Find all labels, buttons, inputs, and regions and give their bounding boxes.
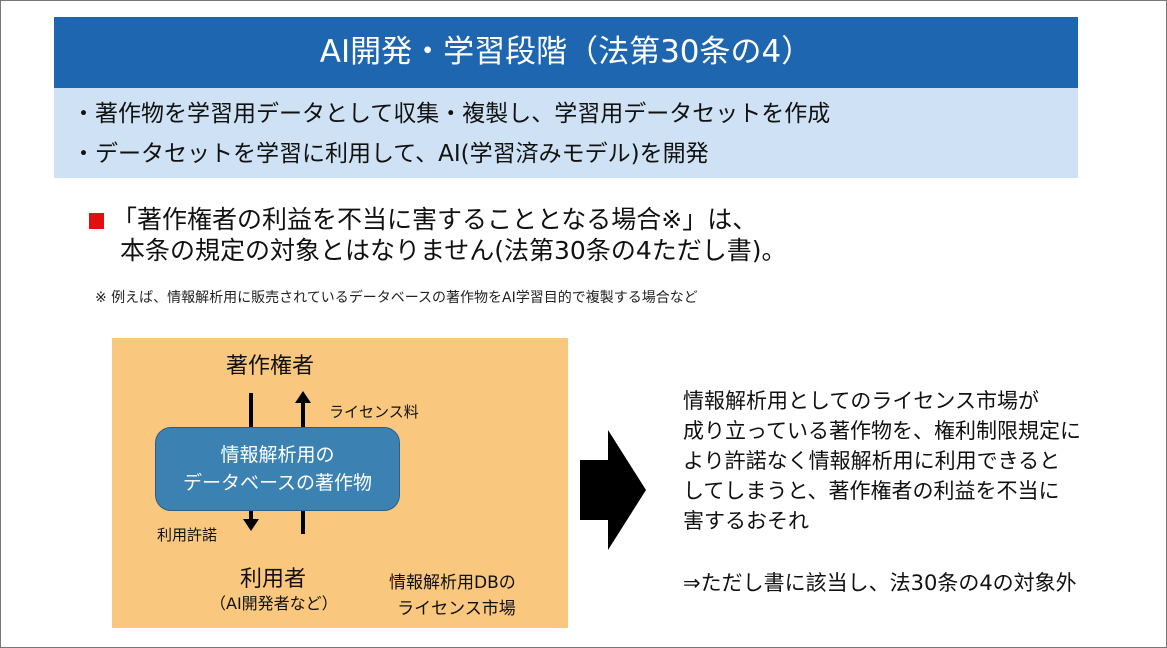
right-arrow-icon [580,430,646,550]
bullet-item: ・著作物を学習用データとして収集・複製し、学習用データセットを作成 [72,101,831,127]
rights-holder-label: 著作権者 [226,354,315,379]
bullet-item: ・データセットを学習に利用して、AI(学習済みモデル)を開発 [72,141,709,167]
red-square-bullet-icon [89,213,104,229]
db-line: データベースの著作物 [182,472,373,494]
license-fee-label: ライセンス料 [329,403,419,421]
market-line: ライセンス市場 [397,599,516,619]
explanation-line: 情報解析用としてのライセンス市場が [683,389,1039,413]
database-work-box: 情報解析用の データベースの著作物 [155,427,400,511]
main-line: 本条の規定の対象とはなりません(法第30条の4ただし書)。 [120,236,787,265]
arrow-head-down-icon [243,519,259,531]
explanation-line: してしまうと、著作権者の利益を不当に [683,479,1060,503]
explanation-text: 情報解析用としてのライセンス市場が 成り立っている著作物を、権利制限規定に より… [683,386,1081,598]
user-sub-label: （AI開発者など） [210,594,338,613]
arrow-head-up-icon [295,391,311,403]
explanation-line: 成り立っている著作物を、権利制限規定に [683,419,1081,443]
main-statement: 「著作権者の利益を不当に害することとなる場合※」は、 本条の規定の対象とはなりま… [112,204,786,266]
conclusion: ⇒ただし書に該当し、法30条の4の対象外 [683,571,1077,595]
market-line: 情報解析用DBの [389,573,516,593]
permission-label: 利用許諾 [157,526,218,544]
slide-title: AI開発・学習段階（法第30条の4） [54,17,1078,88]
market-label: 情報解析用DBの ライセンス市場 [389,570,516,622]
footnote: ※ 例えば、情報解析用に販売されているデータベースの著作物をAI学習目的で複製す… [95,290,698,306]
user-label: 利用者 [240,567,307,592]
explanation-line: より許諾なく情報解析用に利用できると [683,449,1061,473]
summary-box: ・著作物を学習用データとして収集・複製し、学習用データセットを作成 ・データセッ… [54,88,1078,178]
db-line: 情報解析用の [220,444,335,466]
main-line: 「著作権者の利益を不当に害することとなる場合※」は、 [112,205,758,234]
explanation-line: 害するおそれ [683,509,809,533]
